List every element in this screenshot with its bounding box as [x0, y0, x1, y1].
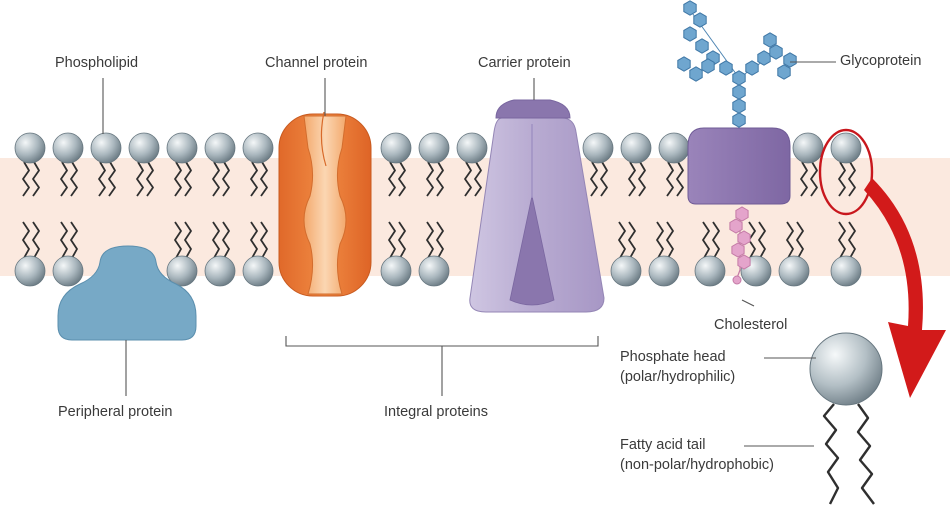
cholesterol-ring-5	[738, 255, 750, 269]
sugar-unit-16	[770, 45, 782, 59]
sugar-unit-17	[764, 33, 776, 47]
label-channel-protein: Channel protein	[265, 54, 367, 73]
cholesterol-ring-4	[732, 243, 744, 257]
sugar-unit-13	[678, 57, 690, 71]
fatty-acid-tail-enlarged-right	[858, 404, 874, 504]
glycoprotein	[688, 128, 790, 204]
label-carrier-protein: Carrier protein	[478, 54, 571, 73]
sugar-unit-15	[758, 51, 770, 65]
label-phosphate-head: Phosphate head	[620, 348, 726, 367]
label-cholesterol: Cholesterol	[714, 316, 787, 335]
label-integral-proteins: Integral proteins	[384, 403, 488, 422]
label-fatty-acid-tail-note: (non-polar/hydrophobic)	[620, 456, 774, 475]
sugar-unit-2	[733, 99, 745, 113]
sugar-unit-1	[733, 113, 745, 127]
sugar-unit-11	[702, 59, 714, 73]
label-phospholipid: Phospholipid	[55, 54, 138, 73]
sugar-unit-9	[694, 13, 706, 27]
sugar-unit-18	[784, 53, 796, 67]
cholesterol-ring-2	[730, 219, 742, 233]
sugar-unit-3	[733, 85, 745, 99]
sugar-unit-19	[778, 65, 790, 79]
sugar-unit-8	[684, 27, 696, 41]
label-glycoprotein: Glycoprotein	[840, 52, 921, 71]
sugar-unit-10	[684, 1, 696, 15]
label-phosphate-head-note: (polar/hydrophilic)	[620, 368, 735, 387]
sugar-unit-5	[720, 61, 732, 75]
phosphate-head-enlarged	[810, 333, 882, 405]
sugar-unit-12	[690, 67, 702, 81]
label-peripheral-protein: Peripheral protein	[58, 403, 172, 422]
carrier-protein	[470, 100, 604, 312]
sugar-unit-14	[746, 61, 758, 75]
sugar-unit-4	[733, 71, 745, 85]
fatty-acid-tail-enlarged-left	[824, 404, 838, 504]
channel-protein	[279, 112, 371, 296]
sugar-unit-7	[696, 39, 708, 53]
glycoprotein-sugar-chain	[678, 1, 796, 128]
cholesterol-ring-3	[738, 231, 750, 245]
cholesterol-ring-1	[736, 207, 748, 221]
label-fatty-acid-tail: Fatty acid tail	[620, 436, 705, 455]
